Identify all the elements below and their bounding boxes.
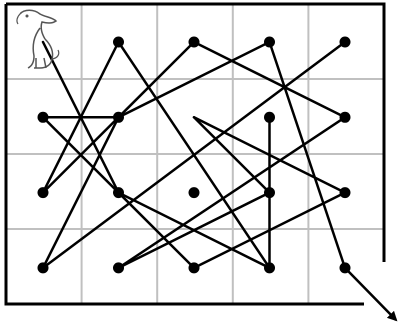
- grid-dot[interactable]: [189, 262, 200, 273]
- grid-dot[interactable]: [113, 262, 124, 273]
- dog-icon: [17, 10, 59, 68]
- grid-dot[interactable]: [264, 37, 275, 48]
- grid-dot[interactable]: [264, 262, 275, 273]
- arrow-exit-icon: [345, 268, 396, 320]
- grid-dot[interactable]: [264, 112, 275, 123]
- grid-dot[interactable]: [113, 187, 124, 198]
- grid-dot[interactable]: [189, 37, 200, 48]
- exit-arrow: [345, 268, 396, 320]
- grid-dot[interactable]: [113, 112, 124, 123]
- grid-dot[interactable]: [340, 37, 351, 48]
- grid-dot[interactable]: [189, 187, 200, 198]
- grid-dot[interactable]: [340, 187, 351, 198]
- grid-dot[interactable]: [38, 262, 49, 273]
- grid-dot[interactable]: [264, 187, 275, 198]
- grid-dot[interactable]: [113, 37, 124, 48]
- grid-dot[interactable]: [38, 112, 49, 123]
- grid-dot[interactable]: [340, 112, 351, 123]
- grid-dot[interactable]: [38, 187, 49, 198]
- path-segment: [119, 117, 346, 268]
